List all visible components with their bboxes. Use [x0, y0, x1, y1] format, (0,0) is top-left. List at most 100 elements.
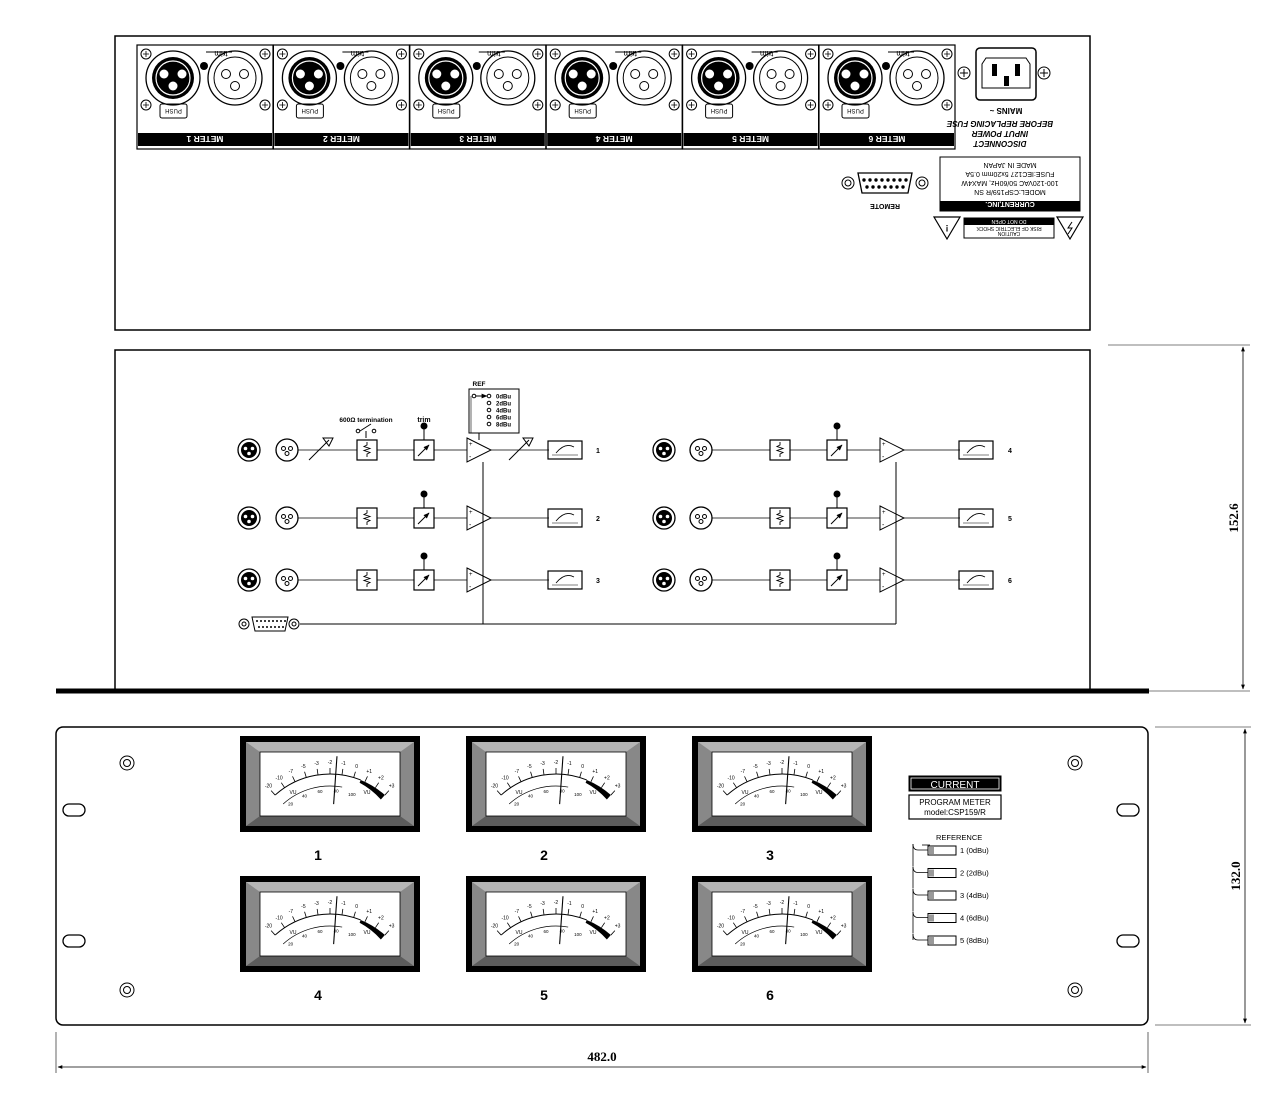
- svg-text:-: -: [469, 584, 472, 591]
- xlr-female-icon: [288, 57, 331, 99]
- trim-label: trim: [487, 49, 501, 58]
- scale-mark: +2: [830, 775, 836, 781]
- meter-label: METER 3: [459, 134, 496, 144]
- scale-mark: -2: [328, 760, 333, 766]
- scale-mark: -7: [289, 769, 294, 775]
- push-tab-label: PUSH: [847, 107, 864, 113]
- vu-label: VU: [516, 930, 523, 936]
- xlr-female-icon: [656, 442, 672, 458]
- push-tab-label: PUSH: [574, 107, 591, 113]
- meter-label: METER 6: [868, 134, 905, 144]
- percent-mark: 60: [769, 929, 775, 934]
- reference-button[interactable]: 5 (8dBu): [912, 933, 989, 946]
- push-tab-label: PUSH: [711, 107, 728, 113]
- trim-label: trim: [350, 49, 364, 58]
- rack-slots: [62, 803, 1140, 948]
- trim-pot-icon: [609, 62, 618, 70]
- svg-text:+: +: [469, 442, 473, 448]
- scale-mark: -20: [491, 924, 498, 930]
- ref-title: REF: [473, 381, 486, 388]
- xlr-male-icon: [207, 50, 263, 106]
- svg-text:+: +: [882, 510, 886, 516]
- scale-mark: -1: [567, 901, 572, 907]
- signal-chain-row: +-1: [237, 422, 600, 463]
- signal-chain-row: +-2: [237, 490, 600, 531]
- scale-mark: +3: [615, 784, 621, 790]
- scale-mark: -2: [328, 900, 333, 906]
- trim-label: trim: [623, 49, 637, 58]
- resistor-block: [356, 569, 378, 591]
- xlr-female-icon: [152, 57, 194, 99]
- svg-text:-: -: [882, 454, 885, 461]
- scale-mark: +3: [841, 784, 847, 790]
- xlr-male-icon: [689, 506, 713, 530]
- scale-mark: 0: [581, 764, 584, 770]
- info-triangle-icon: [932, 216, 962, 241]
- signal-chain-row: +-5: [652, 490, 1012, 531]
- rack-screws: [119, 755, 1083, 998]
- meter-number: 1: [314, 847, 322, 863]
- fuse-warning-line-3: BEFORE REPLACING FUSE: [946, 119, 1053, 128]
- signal-chain-row: +-4: [652, 422, 1012, 463]
- signal-chain-row: +-3: [237, 552, 600, 593]
- red-zone-arc: [811, 779, 837, 800]
- trim-pot-icon: [336, 62, 345, 70]
- push-tab-label: PUSH: [302, 107, 319, 113]
- percent-mark: 20: [288, 942, 294, 947]
- channel-number: 2: [596, 516, 600, 523]
- percent-mark: 60: [317, 929, 323, 934]
- remote-connector: REMOTE: [841, 172, 929, 209]
- scale-mark: +2: [378, 775, 384, 781]
- scale-mark: +2: [604, 775, 610, 781]
- svg-text:+: +: [469, 572, 473, 578]
- reference-button[interactable]: 2 (2dBu): [912, 866, 989, 889]
- scale-mark: -20: [491, 784, 498, 790]
- percent-mark: 60: [543, 929, 549, 934]
- xlr-female-icon: [561, 57, 604, 99]
- scale-mark: +1: [818, 769, 824, 775]
- channel-number: 4: [1008, 448, 1012, 455]
- mains-label: MAINS ~: [989, 106, 1022, 115]
- amplifier-icon: [879, 505, 906, 531]
- xlr-female-icon: [424, 57, 467, 99]
- trim-label: trim: [896, 49, 910, 58]
- mains-inlet: MAINS ~: [957, 47, 1051, 115]
- caution-label: ! CAUTION RISK OF ELECTRIC SHOCK DO NOT …: [932, 216, 1085, 241]
- vu-label: VU: [816, 930, 823, 936]
- red-zone-arc: [811, 919, 837, 940]
- transformer-icon: [322, 437, 334, 447]
- reference-button[interactable]: 4 (6dBu): [912, 911, 989, 934]
- fuse-warning-line-2: INPUT POWER: [972, 129, 1029, 138]
- trim-knob-icon: [420, 422, 428, 430]
- meter-needle: [559, 896, 564, 945]
- screw-icon: [119, 755, 135, 771]
- scale-mark: -5: [527, 764, 532, 770]
- percent-mark: 40: [302, 793, 308, 798]
- width-dimension: 482.0: [55, 1032, 1149, 1073]
- scale-mark: -3: [540, 761, 545, 767]
- xlr-female-icon: [656, 510, 672, 526]
- scale-mark: +1: [366, 909, 372, 915]
- trim-label: trim: [214, 49, 228, 58]
- scale-mark: +2: [830, 915, 836, 921]
- front-panel-outline: [55, 726, 1149, 1026]
- scale-mark: -7: [289, 909, 294, 915]
- percent-mark: 20: [740, 942, 746, 947]
- fuse-warning: BEFORE REPLACING FUSE INPUT POWER DISCON…: [946, 119, 1053, 148]
- resistor-block: [356, 507, 378, 529]
- scale-mark: +1: [818, 909, 824, 915]
- product-name: PROGRAM METER: [919, 798, 991, 807]
- termination-label: 600Ω termination: [339, 417, 392, 424]
- scale-mark: -5: [301, 764, 306, 770]
- reference-button[interactable]: 3 (4dBu): [912, 888, 989, 911]
- meter-needle: [333, 896, 338, 945]
- red-zone-arc: [359, 919, 385, 940]
- scale-mark: -10: [727, 775, 734, 781]
- reference-button[interactable]: 1 (0dBu): [912, 843, 989, 866]
- reference-option-label: 4 (6dBu): [960, 914, 989, 923]
